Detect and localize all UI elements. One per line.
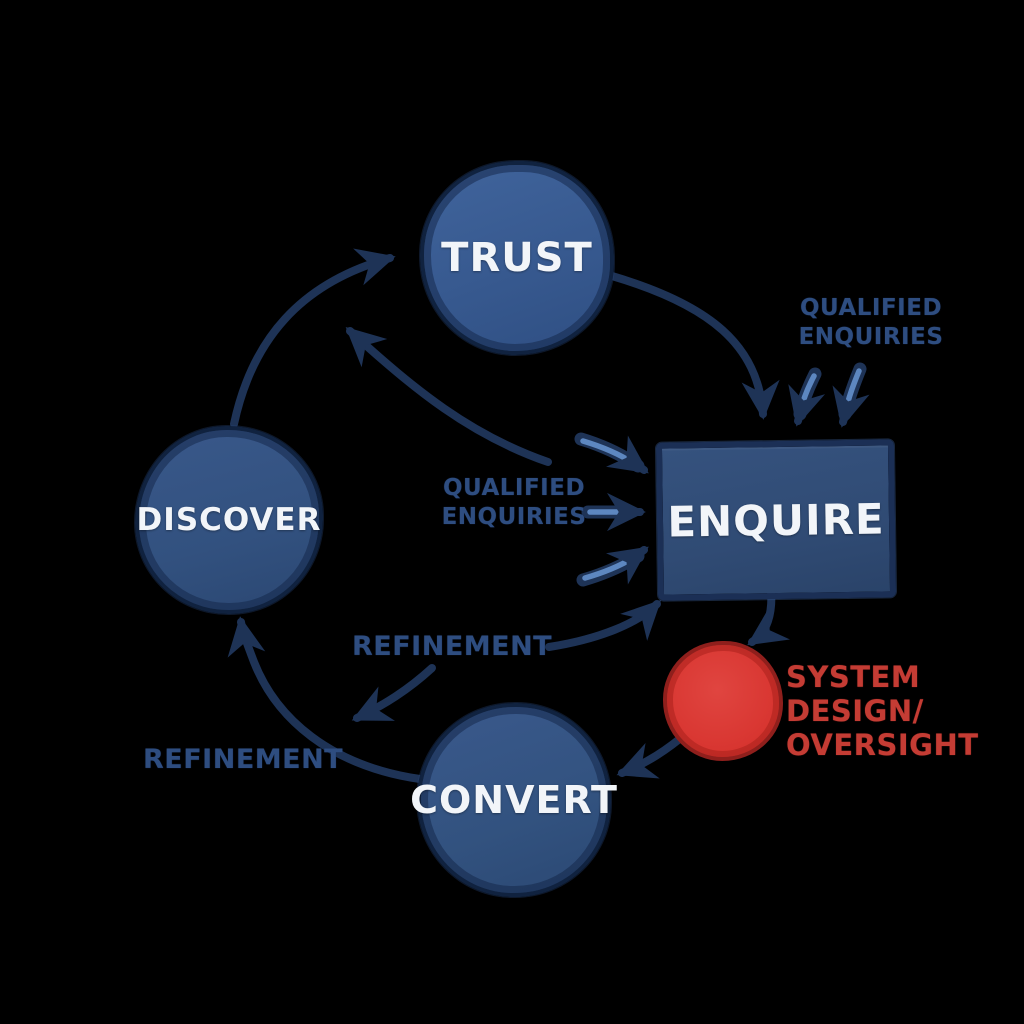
node-convert: CONVERT [410, 703, 617, 897]
node-enquire-label: ENQUIRE [667, 493, 885, 547]
label-system-design-oversight: SYSTEM DESIGN/ OVERSIGHT [786, 660, 979, 763]
arrow-qualified-mid-bottom-head [606, 546, 649, 585]
node-trust: TRUST [420, 161, 614, 355]
node-system-oversight-circle [663, 641, 783, 761]
node-discover-label: DISCOVER [136, 502, 322, 538]
node-enquire: ENQUIRE [655, 439, 897, 601]
arrow-qualified-top-2-head [832, 385, 870, 428]
arrow-refinement-to-enquire [545, 599, 662, 651]
label-qualified-mid-line2: ENQUIRIES [441, 504, 587, 531]
label-system-line2: DESIGN/ [786, 694, 924, 729]
label-system-line1: SYSTEM [786, 660, 921, 694]
label-system-line3: OVERSIGHT [786, 728, 979, 763]
label-qualified-enquiries-mid: QUALIFIED ENQUIRIES [436, 474, 592, 533]
arrows-qualified-top [788, 362, 870, 428]
label-refinement-bottom: REFINEMENT [143, 744, 344, 775]
node-trust-label: TRUST [441, 235, 593, 281]
label-qualified-top-line1: QUALIFIED [799, 295, 943, 321]
arrow-trust-to-enquire [608, 272, 780, 420]
arrow-feedback-to-trust-path [345, 327, 552, 466]
node-discover: DISCOVER [135, 426, 323, 614]
arrow-refinement-to-cycle [351, 664, 436, 722]
arrows-qualified-mid [574, 432, 649, 587]
arrow-convert-to-discover [227, 616, 424, 783]
label-qualified-top-line2: ENQUIRIES [798, 324, 944, 351]
arrow-qualified-mid-top-head [606, 435, 649, 474]
label-qualified-mid-line1: QUALIFIED [442, 475, 586, 501]
arrow-qualified-top-1-head [788, 384, 826, 427]
label-refinement-mid: REFINEMENT [352, 631, 553, 662]
node-convert-label: CONVERT [410, 778, 618, 822]
arrow-discover-to-trust [230, 248, 396, 428]
label-qualified-enquiries-top: QUALIFIED ENQUIRIES [796, 294, 946, 353]
